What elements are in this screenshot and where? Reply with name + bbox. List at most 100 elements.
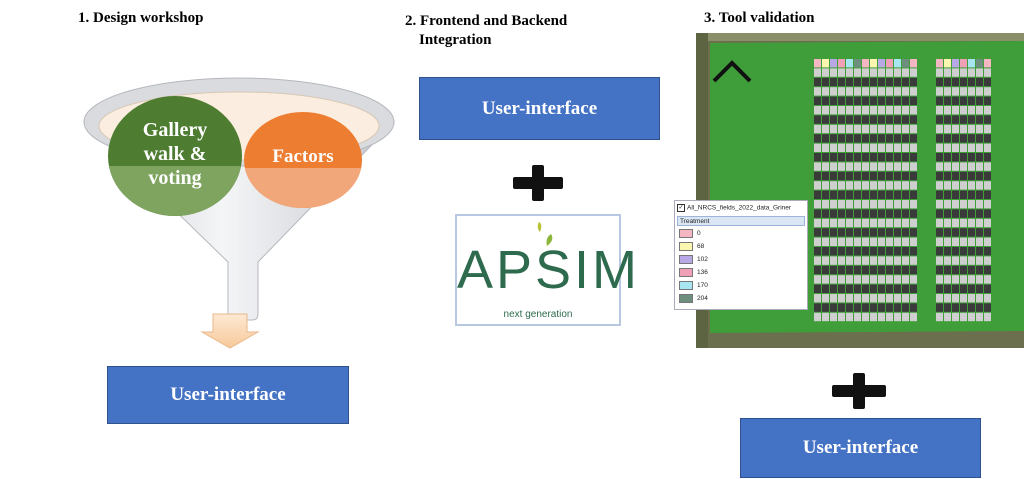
- plot-cell: [830, 153, 837, 162]
- plot-cell: [838, 124, 845, 134]
- plot-cell: [846, 275, 853, 284]
- circle-gallery-walk: [108, 96, 242, 216]
- plot-cell: [846, 284, 853, 293]
- plot-cell: [902, 237, 909, 246]
- plot-cell: [846, 77, 853, 87]
- plot-cell: [976, 77, 983, 87]
- plot-cell: [862, 294, 869, 303]
- plot-cell: [984, 228, 991, 237]
- plot-cell: [814, 181, 821, 190]
- plot-cell: [976, 200, 983, 209]
- plot-cell: [862, 228, 869, 237]
- plot-cell: [814, 77, 821, 87]
- plot-cell: [936, 200, 943, 209]
- plot-cell: [870, 59, 877, 68]
- plot-cell: [862, 59, 869, 68]
- plot-cell: [936, 181, 943, 190]
- plot-cell: [944, 237, 951, 246]
- plot-cell: [870, 106, 877, 115]
- plot-cell: [944, 106, 951, 115]
- plot-cell: [822, 115, 829, 124]
- layer-checkbox-icon[interactable]: ✓: [677, 204, 685, 212]
- plot-cell: [952, 162, 959, 171]
- plot-cell: [870, 256, 877, 265]
- legend-label: 204: [697, 295, 708, 303]
- plot-cell: [870, 77, 877, 87]
- plot-cell: [944, 96, 951, 105]
- plot-cell: [910, 275, 917, 284]
- plot-cell: [936, 96, 943, 105]
- plot-cell: [838, 265, 845, 275]
- plot-cell: [854, 162, 861, 171]
- plot-cell: [814, 275, 821, 284]
- plot-cell: [944, 59, 951, 68]
- plot-cell: [910, 247, 917, 256]
- plot-cell: [862, 209, 869, 218]
- plot-cell: [838, 256, 845, 265]
- plot-cell: [968, 256, 975, 265]
- plot-cell: [886, 143, 893, 152]
- plot-cell: [830, 124, 837, 134]
- plot-cell: [944, 162, 951, 171]
- plot-cell: [822, 87, 829, 96]
- plot-cell: [894, 171, 901, 181]
- plot-cell: [822, 171, 829, 181]
- plot-cell: [862, 284, 869, 293]
- plot-cell: [936, 312, 943, 322]
- plot-cell: [936, 68, 943, 77]
- plot-cell: [854, 237, 861, 246]
- plot-cell: [878, 228, 885, 237]
- plot-cell: [902, 171, 909, 181]
- plot-cell: [968, 294, 975, 303]
- plot-cell: [968, 171, 975, 181]
- plot-cell: [894, 87, 901, 96]
- plot-cell: [976, 134, 983, 143]
- plot-cell: [952, 143, 959, 152]
- plot-cell: [846, 153, 853, 162]
- plot-cell: [830, 312, 837, 322]
- plot-cell: [960, 218, 967, 228]
- legend-label: 0: [697, 230, 701, 238]
- plot-cell: [830, 106, 837, 115]
- plot-cell: [952, 87, 959, 96]
- plot-cell: [878, 153, 885, 162]
- plot-cell: [968, 68, 975, 77]
- plot-cell: [952, 106, 959, 115]
- plot-cell: [960, 190, 967, 199]
- plot-cell: [968, 265, 975, 275]
- legend-layer-row[interactable]: ✓All_NRCS_fields_2022_data_Griner: [677, 204, 807, 212]
- plot-cell: [894, 143, 901, 152]
- plot-cell: [968, 106, 975, 115]
- plot-cell: [976, 162, 983, 171]
- plot-cell: [984, 87, 991, 96]
- plot-cell: [902, 218, 909, 228]
- plot-cell: [952, 68, 959, 77]
- gallery-line-3: voting: [148, 167, 202, 189]
- plot-cell: [984, 68, 991, 77]
- plot-cell: [870, 237, 877, 246]
- plot-cell: [894, 153, 901, 162]
- plot-cell: [814, 256, 821, 265]
- plot-cell: [952, 153, 959, 162]
- plot-cell: [944, 115, 951, 124]
- plot-cell: [968, 153, 975, 162]
- plot-cell: [936, 77, 943, 87]
- plot-cell: [870, 294, 877, 303]
- plot-cell: [984, 77, 991, 87]
- plot-cell: [902, 294, 909, 303]
- plot-cell: [814, 284, 821, 293]
- plot-cell: [952, 228, 959, 237]
- plot-cell: [846, 218, 853, 228]
- plot-cell: [968, 87, 975, 96]
- plot-cell: [968, 218, 975, 228]
- plot-cell: [952, 115, 959, 124]
- plot-cell: [952, 284, 959, 293]
- plot-cell: [838, 77, 845, 87]
- plot-cell: [814, 228, 821, 237]
- plot-cell: [862, 143, 869, 152]
- plot-cell: [968, 115, 975, 124]
- plot-cell: [894, 294, 901, 303]
- plot-cell: [944, 256, 951, 265]
- plot-cell: [870, 312, 877, 322]
- plot-cell: [846, 303, 853, 312]
